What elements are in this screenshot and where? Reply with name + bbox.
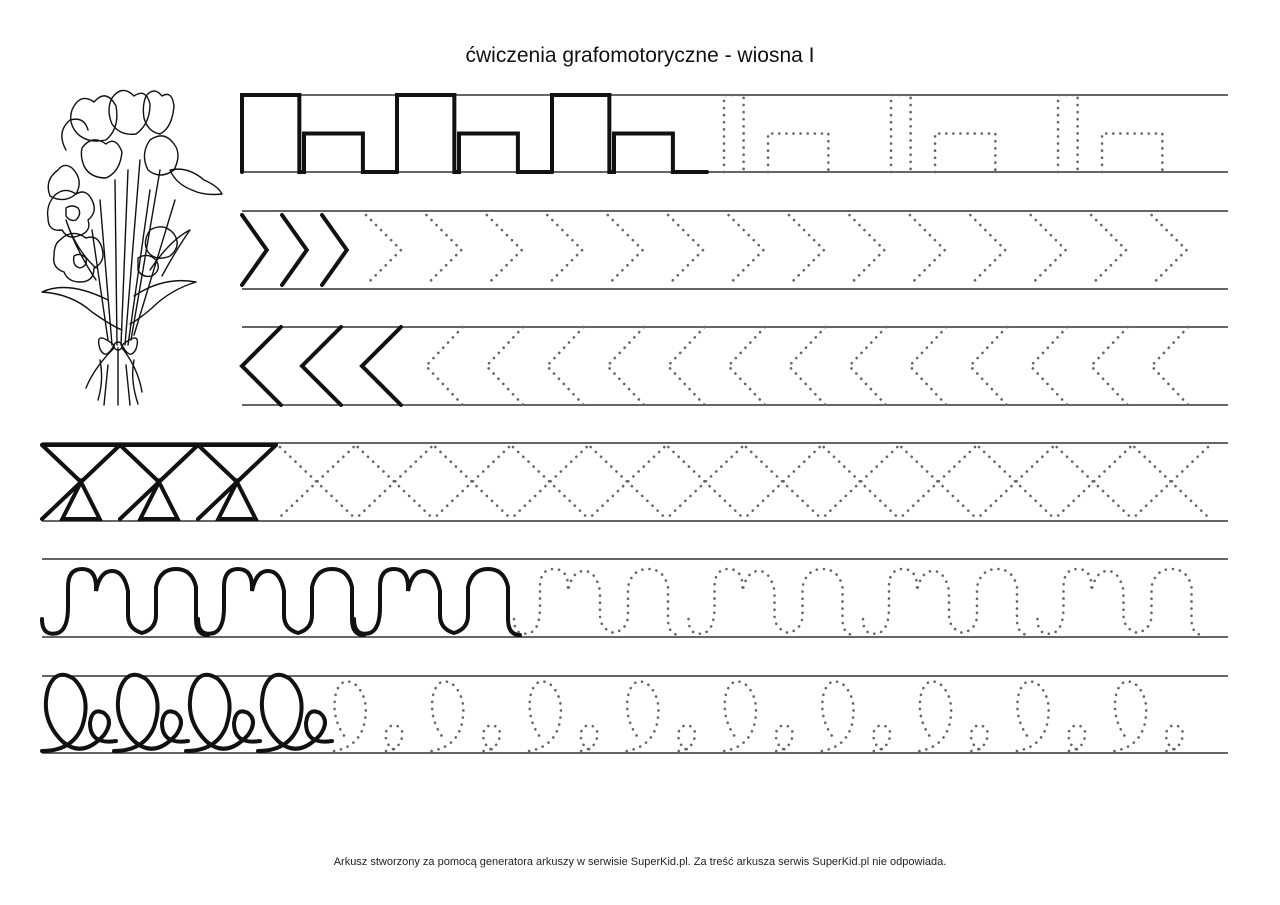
- solid-pattern-chevron-left: [299, 325, 343, 407]
- solid-pattern-chevron-right: [280, 213, 310, 287]
- solid-pattern-cursive-loops: [256, 672, 334, 753]
- solid-pattern-meander-square-wave: [550, 93, 709, 174]
- solid-pattern-meander-square-wave: [240, 93, 399, 174]
- dotted-pattern-chevron-right: [485, 213, 524, 287]
- page-title: ćwiczenia grafomotoryczne - wiosna I: [465, 44, 815, 67]
- solid-pattern-meander-square-wave: [395, 93, 554, 174]
- dotted-pattern-chevron-right: [727, 213, 766, 287]
- dotted-pattern-cross-x-triangles: [822, 445, 899, 519]
- dotted-pattern-meander-square-wave: [1056, 93, 1164, 174]
- dotted-pattern-chevron-left: [786, 325, 827, 407]
- solid-pattern-cursive-arches: [352, 566, 522, 637]
- dotted-pattern-cursive-loops: [430, 680, 502, 753]
- solid-pattern-chevron-right: [320, 213, 350, 287]
- dotted-pattern-chevron-left: [424, 325, 464, 407]
- dotted-pattern-cross-x-triangles: [900, 445, 977, 519]
- dotted-pattern-chevron-right: [666, 213, 705, 287]
- dotted-pattern-chevron-left: [968, 325, 1009, 407]
- dotted-pattern-chevron-right: [545, 213, 585, 287]
- dotted-pattern-chevron-right: [425, 213, 464, 287]
- dotted-pattern-meander-square-wave: [889, 93, 997, 174]
- flower-bouquet-icon: [41, 89, 223, 406]
- dotted-pattern-chevron-left: [1089, 325, 1130, 407]
- dotted-pattern-chevron-right: [1150, 213, 1189, 287]
- dotted-pattern-cursive-loops: [820, 680, 892, 753]
- dotted-pattern-cross-x-triangles: [278, 445, 355, 519]
- dotted-pattern-cross-x-triangles: [744, 445, 821, 519]
- dotted-pattern-cross-x-triangles: [977, 445, 1054, 519]
- dotted-pattern-cross-x-triangles: [667, 445, 744, 519]
- solid-pattern-cross-x-triangles: [118, 443, 200, 521]
- dotted-pattern-chevron-right: [606, 213, 645, 287]
- dotted-pattern-chevron-left: [666, 325, 706, 407]
- dotted-pattern-cursive-arches: [687, 567, 856, 637]
- solid-pattern-chevron-right: [240, 213, 270, 287]
- dotted-pattern-cursive-loops: [918, 680, 989, 753]
- solid-pattern-cursive-loops: [184, 672, 262, 753]
- dotted-pattern-chevron-right: [787, 213, 826, 287]
- dotted-pattern-chevron-left: [1149, 325, 1190, 407]
- solid-pattern-cursive-arches: [40, 566, 210, 637]
- solid-pattern-chevron-left: [359, 325, 403, 407]
- dotted-pattern-cross-x-triangles: [1055, 445, 1132, 519]
- dotted-pattern-cross-x-triangles: [511, 445, 588, 519]
- dotted-pattern-chevron-right: [848, 213, 887, 287]
- solid-pattern-cursive-loops: [112, 672, 190, 753]
- dotted-pattern-cross-x-triangles: [356, 445, 433, 519]
- dotted-pattern-chevron-left: [907, 325, 948, 407]
- dotted-pattern-chevron-left: [545, 325, 585, 407]
- dotted-pattern-chevron-left: [847, 325, 888, 407]
- solid-pattern-cross-x-triangles: [196, 443, 278, 521]
- footer-note: Arkusz stworzony za pomocą generatora ar…: [333, 856, 947, 868]
- dotted-pattern-chevron-right: [968, 213, 1008, 287]
- dotted-pattern-cursive-arches: [512, 567, 682, 637]
- dotted-pattern-chevron-left: [726, 325, 767, 407]
- dotted-pattern-cursive-arches: [1036, 567, 1205, 637]
- dotted-pattern-chevron-left: [605, 325, 646, 407]
- dotted-pattern-chevron-right: [1029, 213, 1068, 287]
- dotted-pattern-cursive-loops: [722, 680, 794, 753]
- solid-pattern-chevron-left: [239, 325, 283, 407]
- dotted-pattern-cursive-loops: [527, 680, 599, 753]
- tracing-patterns: [40, 93, 1210, 753]
- dotted-pattern-chevron-right: [1089, 213, 1128, 287]
- dotted-pattern-cross-x-triangles: [1133, 445, 1210, 519]
- dotted-pattern-cursive-loops: [332, 680, 404, 753]
- dotted-pattern-cross-x-triangles: [434, 445, 511, 519]
- dotted-pattern-meander-square-wave: [722, 93, 830, 174]
- solid-pattern-cursive-arches: [196, 566, 366, 637]
- dotted-pattern-cursive-loops: [625, 680, 697, 753]
- solid-pattern-cross-x-triangles: [40, 443, 122, 521]
- dotted-pattern-chevron-right: [364, 213, 403, 287]
- dotted-pattern-cross-x-triangles: [589, 445, 666, 519]
- dotted-pattern-chevron-left: [484, 325, 525, 407]
- solid-pattern-cursive-loops: [40, 672, 118, 753]
- dotted-pattern-chevron-left: [1028, 325, 1069, 407]
- dotted-pattern-cursive-arches: [861, 567, 1031, 637]
- dotted-pattern-chevron-right: [908, 213, 947, 287]
- dotted-pattern-cursive-loops: [1113, 680, 1185, 753]
- dotted-pattern-cursive-loops: [1015, 680, 1087, 753]
